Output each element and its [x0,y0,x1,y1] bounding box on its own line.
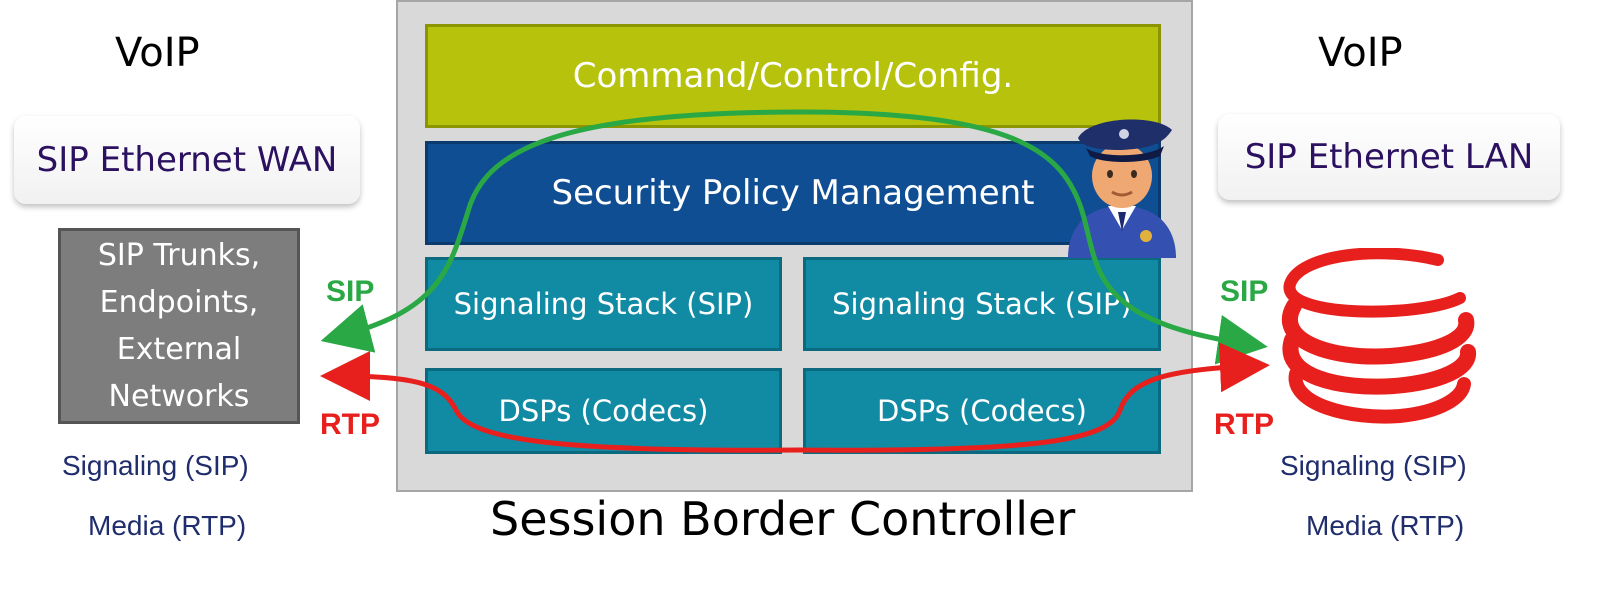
right-network-box: SIP Ethernet LAN [1218,114,1560,200]
endpoint-line: SIP Trunks, [97,238,261,273]
endpoint-line: Networks [108,379,250,414]
left-media-label: Media (RTP) [88,510,247,541]
left-signaling-label: Signaling (SIP) [62,450,249,481]
external-endpoints-box: SIP Trunks, Endpoints, External Networks [58,228,300,424]
left-sip-label: SIP [326,275,375,308]
dsp-codecs-left-label: DSPs (Codecs) [498,394,709,428]
command-control-layer: Command/Control/Config. [425,24,1161,128]
endpoint-line: Endpoints, [99,285,259,320]
signaling-stack-right: Signaling Stack (SIP) [803,257,1161,351]
signaling-stack-left: Signaling Stack (SIP) [425,257,782,351]
left-network-label: SIP Ethernet WAN [36,140,338,180]
dsp-codecs-right-label: DSPs (Codecs) [877,394,1087,428]
signaling-stack-right-label: Signaling Stack (SIP) [832,287,1132,321]
left-network-box: SIP Ethernet WAN [14,116,360,204]
dsp-codecs-left: DSPs (Codecs) [425,368,782,454]
security-policy-label: Security Policy Management [551,173,1035,213]
right-voip-heading: VoIP [1318,30,1403,76]
police-officer-icon [1068,119,1176,258]
right-rtp-label: RTP [1214,408,1274,441]
right-network-label: SIP Ethernet LAN [1244,137,1534,177]
red-spiral-logo-icon [1281,248,1476,424]
dsp-codecs-right: DSPs (Codecs) [803,368,1161,454]
sbc-title: Session Border Controller [490,492,1076,546]
left-voip-heading: VoIP [115,30,200,76]
right-signaling-label: Signaling (SIP) [1280,450,1467,481]
command-control-label: Command/Control/Config. [572,56,1014,96]
endpoint-line: External [116,332,242,367]
signaling-stack-left-label: Signaling Stack (SIP) [453,287,754,321]
right-media-label: Media (RTP) [1306,510,1465,541]
right-sip-label: SIP [1220,275,1269,308]
left-rtp-label: RTP [320,408,380,441]
security-policy-layer: Security Policy Management [425,141,1161,245]
